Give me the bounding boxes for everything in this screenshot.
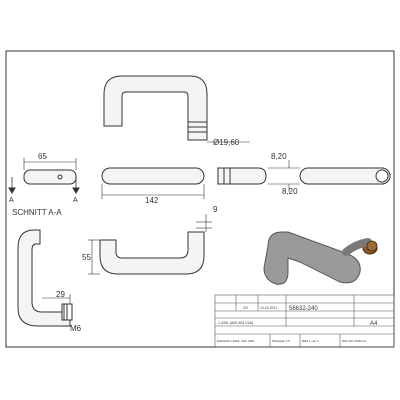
top-view <box>103 75 250 143</box>
sheet-border <box>5 50 395 348</box>
title-block-row5-left: Edelstahl 1.4301, V2A, Ø20 <box>217 339 254 343</box>
thread-m6-label: M6 <box>70 324 82 333</box>
length-142-label: 142 <box>145 196 159 205</box>
drawing-number: 56632-240 <box>289 306 318 312</box>
sheet-size: A4 <box>370 321 378 327</box>
lower-front-view <box>88 214 212 275</box>
section-view <box>17 229 73 327</box>
title-block-row5-right: Blatt 1 von 1 <box>302 339 319 343</box>
dimension-55-label: 55 <box>82 253 91 262</box>
width-8-20-bottom-label: 8,20 <box>282 187 298 196</box>
width-8-20-top-label: 8,20 <box>271 152 287 161</box>
end-view-small <box>217 167 267 185</box>
section-marker-right: A <box>73 197 78 204</box>
title-block <box>214 294 395 348</box>
title-block-row1-col3: 12.10.2017 <box>260 306 278 310</box>
left-side-view <box>8 158 80 194</box>
dimension-9-label: 9 <box>213 205 218 214</box>
dimension-29-label: 29 <box>56 290 65 299</box>
length-65-label: 65 <box>38 152 47 161</box>
section-title: SCHNITT A-A <box>12 208 62 217</box>
title-block-row5-far: DIN ISO 2768-mK <box>342 339 366 343</box>
right-side-view <box>268 160 391 192</box>
title-block-row3: 1.4301 (AISI 304 V2A) <box>218 321 253 325</box>
diameter-label: Ø19,60 <box>213 138 240 147</box>
title-block-row1-col2: 2/2 <box>243 306 248 310</box>
handle-3d-render <box>263 231 378 285</box>
section-marker-left: A <box>9 197 14 204</box>
title-block-row5-mid: Massstab 1:5 <box>272 339 290 343</box>
front-view <box>101 167 205 199</box>
